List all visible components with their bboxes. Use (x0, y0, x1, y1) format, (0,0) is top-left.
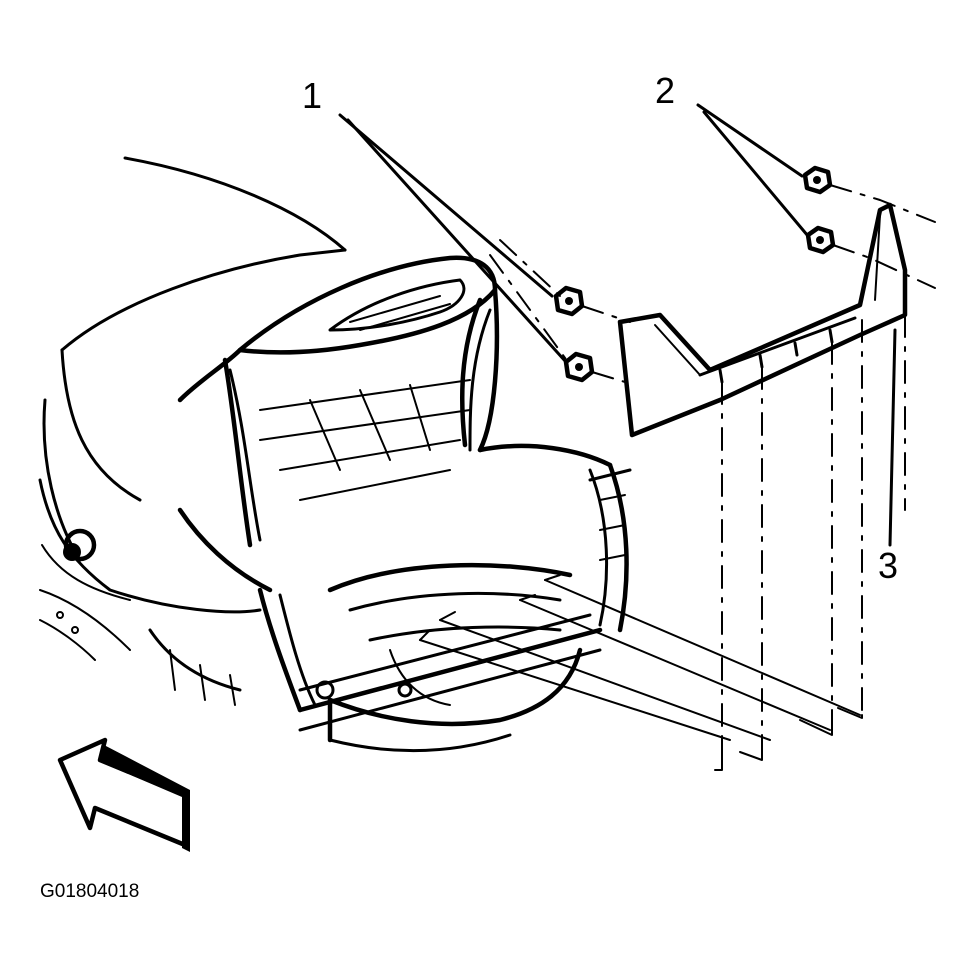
callout-3: 3 (878, 545, 898, 586)
bracket (617, 202, 908, 438)
callout-2: 2 (655, 70, 675, 111)
vehicle-body (38, 156, 632, 753)
leader-lines (338, 103, 897, 547)
nut-lower (805, 225, 836, 255)
front-direction-arrow-icon (57, 737, 190, 852)
fastener-upper (553, 285, 585, 317)
figure-code: G01804018 (40, 881, 139, 902)
fastener-lower (563, 351, 595, 383)
callout-1: 1 (302, 75, 322, 116)
alignment-lines (419, 184, 936, 771)
nut-upper (802, 165, 833, 195)
